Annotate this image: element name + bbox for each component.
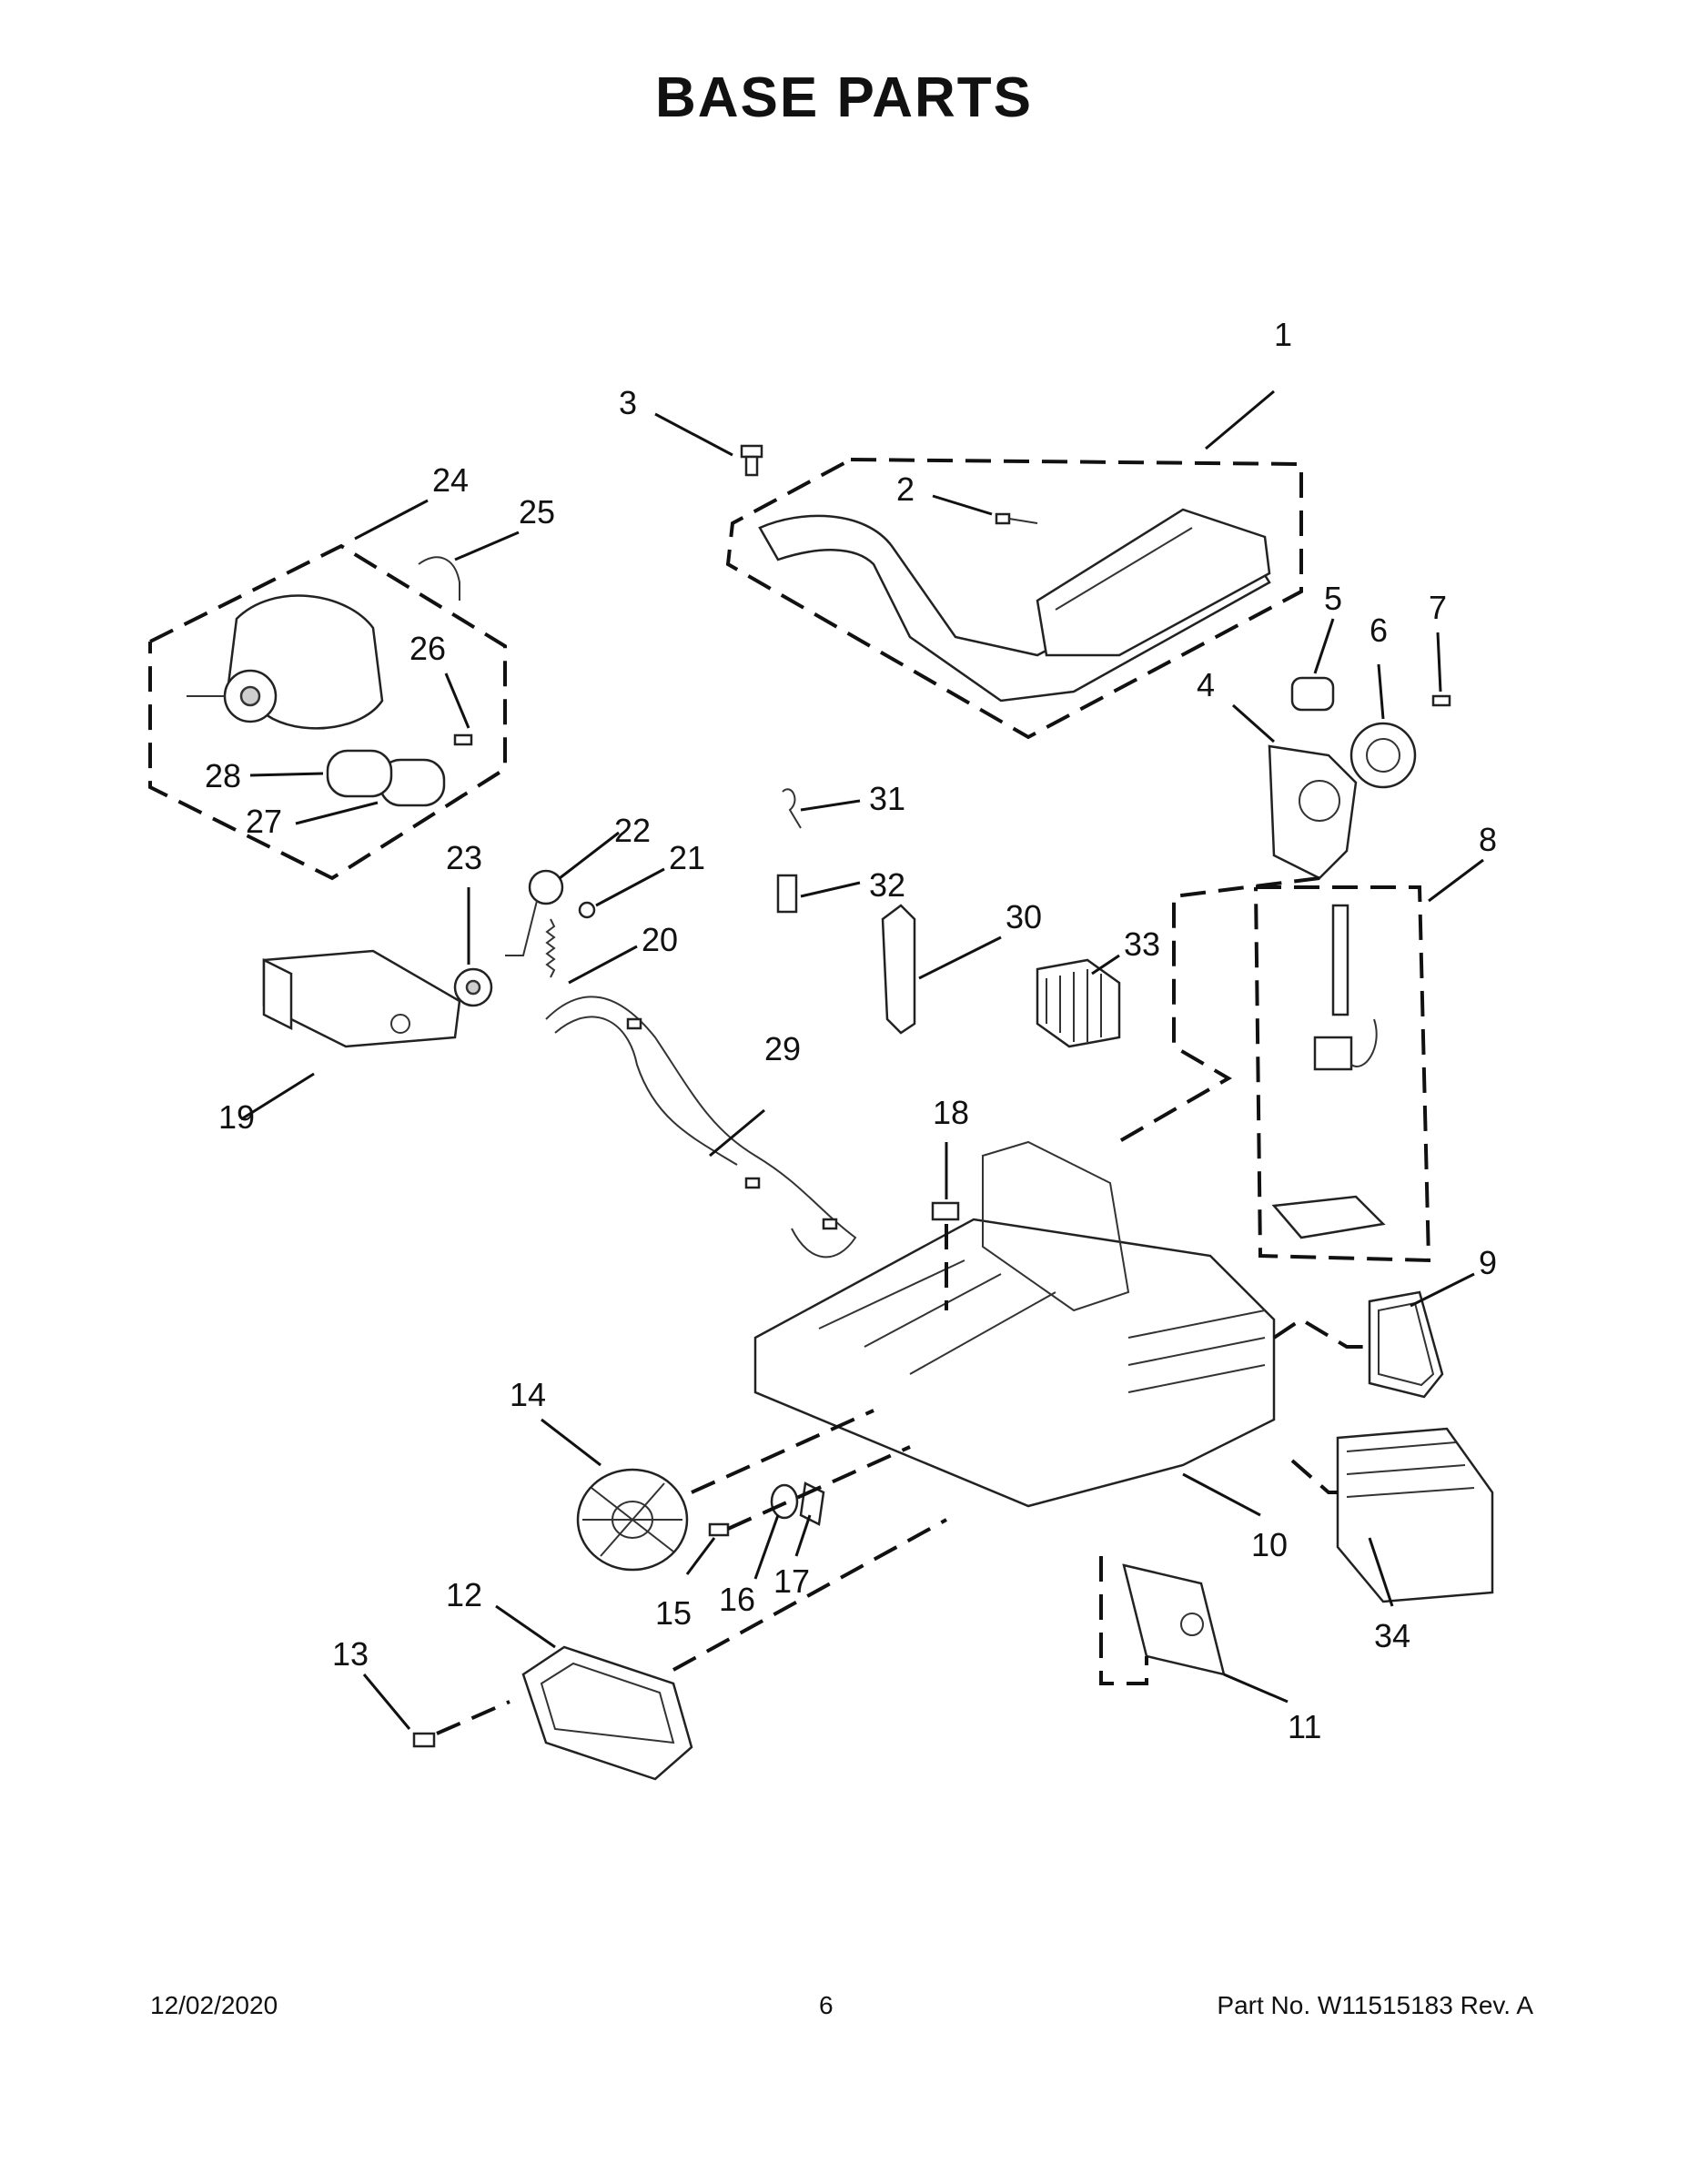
part-5-cap	[1290, 676, 1335, 712]
callout-8: 8	[1479, 821, 1497, 858]
callout-16: 16	[719, 1581, 755, 1618]
part-12-blower-housing	[521, 1518, 947, 1781]
callout-21: 21	[669, 839, 705, 876]
callout-23: 23	[446, 839, 482, 876]
part-7-screw	[1431, 694, 1451, 707]
callout-18: 18	[933, 1094, 969, 1131]
callout-2: 2	[896, 470, 915, 508]
callout-24: 24	[432, 461, 469, 499]
callout-15: 15	[655, 1594, 692, 1632]
part-21-washer	[578, 901, 596, 919]
part-13-screw	[412, 1700, 510, 1748]
part-4-duct-bracket	[1109, 744, 1358, 1148]
part-6-fan-housing	[1349, 722, 1417, 789]
part-11-lint-screen	[1099, 1556, 1226, 1685]
part-32-sensor	[776, 874, 798, 914]
callout-3: 3	[619, 384, 637, 421]
part-26-screw	[453, 733, 473, 746]
part-28-capacitor	[326, 749, 393, 798]
part-9-gasket	[1368, 1290, 1444, 1399]
part-18-connector	[931, 1201, 960, 1310]
part-2-thermistor	[995, 512, 1038, 525]
callout-26: 26	[409, 630, 446, 667]
callout-11: 11	[1288, 1708, 1321, 1745]
callout-20: 20	[642, 921, 678, 958]
part-14-blower-wheel	[576, 1409, 874, 1572]
callout-14: 14	[510, 1376, 546, 1413]
part-8-pump-assembly	[1254, 885, 1431, 1263]
page-title: BASE PARTS	[654, 66, 1033, 129]
part-33-filter	[1036, 958, 1121, 1048]
part-20-spring	[545, 918, 556, 978]
callout-29: 29	[764, 1030, 801, 1067]
footer-page-number: 6	[819, 1991, 834, 2019]
part-31-wire-clip	[782, 788, 802, 829]
callout-6: 6	[1370, 612, 1388, 649]
callout-4: 4	[1197, 666, 1215, 703]
part-22-idler-pulley	[505, 869, 564, 956]
part-24-motor-assembly	[148, 543, 507, 881]
callout-13: 13	[332, 1635, 369, 1673]
callout-1: 1	[1274, 316, 1292, 353]
callout-19: 19	[218, 1098, 255, 1136]
callout-22: 22	[614, 812, 651, 849]
callout-9: 9	[1479, 1244, 1497, 1281]
part-25-motor-clip	[418, 556, 460, 601]
part-19-motor-mount	[262, 949, 461, 1048]
callout-5: 5	[1324, 580, 1342, 617]
callout-25: 25	[519, 493, 555, 531]
part-1-duct-assembly	[725, 458, 1303, 740]
part-30-bracket	[881, 904, 916, 1035]
callout-labels: 1 2 3 4 5 6 7 8 9 10 11 12 13 14 15 16 1…	[205, 316, 1497, 1745]
part-29-wire-harness	[545, 996, 857, 1259]
callout-34: 34	[1374, 1617, 1410, 1654]
part-3-screw	[740, 444, 763, 477]
part-23-pulley	[453, 967, 493, 1007]
callout-33: 33	[1124, 925, 1160, 963]
callout-28: 28	[205, 757, 241, 794]
part-10-base	[753, 1140, 1370, 1508]
footer-date: 12/02/2020	[150, 1991, 278, 2019]
part-34-condenser	[1290, 1427, 1494, 1603]
callout-32: 32	[869, 866, 905, 904]
part-15-screw	[708, 1522, 730, 1537]
callout-10: 10	[1251, 1526, 1288, 1563]
callout-17: 17	[773, 1562, 810, 1600]
part-17-plate	[727, 1445, 911, 1531]
callout-27: 27	[246, 803, 282, 840]
leader-lines	[240, 389, 1484, 1730]
callout-30: 30	[1006, 898, 1042, 935]
callout-7: 7	[1429, 589, 1447, 626]
footer-part-number: Part No. W11515183 Rev. A	[1217, 1991, 1533, 2019]
callout-31: 31	[869, 780, 905, 817]
callout-12: 12	[446, 1576, 482, 1613]
